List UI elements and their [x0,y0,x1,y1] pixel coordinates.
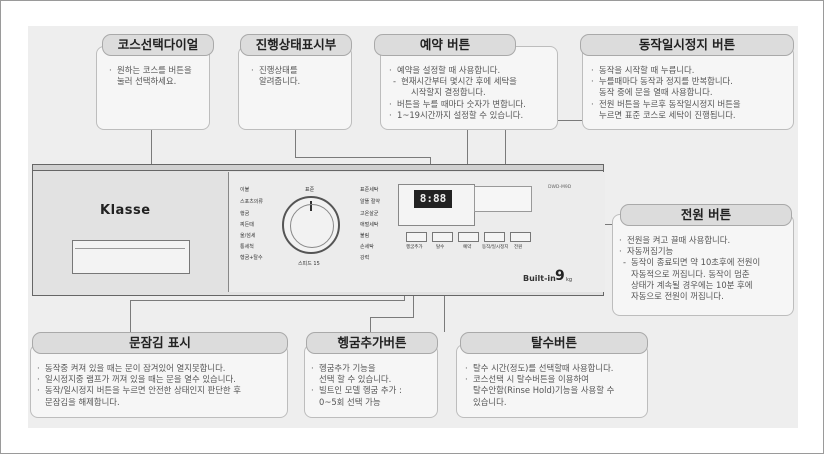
course-label: 고온살균 [360,211,379,217]
callout-text: 동작/일시정지 버튼을 누르면 안전한 상태인지 판단한 후 [37,385,241,396]
callout-text: 헹굼추가 기능을 [311,363,402,374]
callout-text: 알려줍니다. [259,76,301,87]
course-label: 찌든때 [240,222,254,228]
lcd-display: 8:88 [414,190,452,208]
callout-title: 문잠김 표시 [32,332,288,354]
callout-spin: 탈수 시간(정도)를 선택할때 사용합니다. 코스선택 시 탈수버튼을 이용하여… [456,344,648,418]
reserve-button[interactable] [458,232,479,242]
callout-text: 원하는 코스를 버튼을 [109,65,192,76]
capacity-label: 9 [555,268,565,284]
course-label: 헹굼+탈수 [240,255,263,261]
callout-text: 전원 버튼을 누르후 동작일시정지 버튼을 [591,99,741,110]
connector-line [151,127,152,192]
callout-text: 동작중 켜져 있을 때는 문이 잠겨있어 열지못합니다. [37,363,241,374]
callout-rinse: 헹굼추가 기능을 선택 할 수 있습니다. 빌트인 모델 헹굼 추가 : 0~5… [304,344,438,418]
connector-line [130,300,131,335]
course-label: 불림 [360,233,370,239]
callout-text: 코스선택 시 탈수버튼을 이용하여 [465,374,614,385]
callout-title: 동작일시정지 버튼 [580,34,794,56]
course-label: 통세척 [240,244,254,250]
knob-bottom-label: 스피드 15 [298,261,320,267]
rinse-add-button[interactable] [406,232,427,242]
callout-title: 진행상태표시부 [240,34,352,56]
capacity-unit: kg [566,277,573,283]
callout-text: 눌러 선택하세요. [117,76,177,87]
callout-text: 진행상태를 [251,65,300,76]
button-label: 동작/일시정지 [482,245,509,250]
course-label: 애벌세탁 [360,222,379,228]
button-label: 전원 [514,245,523,250]
connector-line [370,317,371,335]
button-label: 헹굼추가 [406,245,423,250]
callout-power: 전원을 켜고 끌때 사용합니다. 자동꺼짐기능 동작이 종료되면 약 10초후에… [612,214,794,316]
callout-text: 버튼을 누를 때마다 숫자가 변합니다. [389,99,526,110]
brand-logo: Klasse [100,203,151,218]
callout-text: 있습니다. [473,396,507,407]
callout-text: 상태가 계속될 경우에는 10분 후에 [631,279,753,290]
connector-line [370,317,414,318]
course-label: 강력 [360,255,370,261]
connector-line [295,127,296,157]
callout-text: 동작 중에 문을 열때 사용합니다. [599,87,713,98]
connector-line [295,157,430,158]
callout-reserve: 예약을 설정할 때 사용합니다. 현재시간부터 몇시간 후에 세탁을 시작할지 … [380,46,558,130]
callout-text: 탈수 시간(정도)를 선택할때 사용합니다. [465,363,614,374]
model-label: DWD-M9D [548,185,572,190]
callout-text: 1~19시간까지 설정할 수 있습니다. [389,110,526,121]
builtin-label: Built-in [523,274,556,283]
start-pause-button[interactable] [484,232,505,242]
callout-title: 예약 버튼 [374,34,516,56]
callout-title: 코스선택다이얼 [102,34,214,56]
course-dial[interactable] [282,196,340,254]
callout-title: 전원 버튼 [620,204,792,226]
course-label: 울/섬세 [240,233,256,239]
callout-text: 탈수안함(Rinse Hold)기능을 사용할 수 [473,385,615,396]
dial-marker [310,201,312,211]
callout-text: 동작을 시작할 때 누릅니다. [591,65,741,76]
course-label: 손세탁 [360,244,374,250]
callout-text: 자동꺼짐기능 [619,246,760,257]
course-label: 행굼 [240,211,250,217]
detergent-drawer[interactable] [72,240,190,274]
course-label: 스포츠의류 [240,199,264,205]
knob-top-label: 표준 [305,187,315,193]
callout-title: 헹굼추가버튼 [306,332,438,354]
button-label: 예약 [463,245,472,250]
callout-door-lock: 동작중 켜져 있을 때는 문이 잠겨있어 열지못합니다. 일시정지중 램프가 꺼… [30,344,288,418]
callout-text: 자동으로 전원이 꺼집니다. [631,291,724,302]
course-label: 표준세탁 [360,187,379,193]
course-label: 알뜰 절약 [360,199,380,205]
callout-text: 예약을 설정할 때 사용합니다. [389,65,526,76]
callout-text: 누를때마다 동작과 정지를 반복합니다. [591,76,741,87]
status-indicator-panel [474,186,532,212]
callout-text: 빌트인 모델 헹굼 추가 : [311,385,402,396]
callout-pause: 동작을 시작할 때 누릅니다. 누를때마다 동작과 정지를 반복합니다. 동작 … [582,46,794,130]
callout-text: 시작할지 결정합니다. [411,87,486,98]
callout-text: 0~5회 선택 가능 [319,396,381,407]
power-button[interactable] [510,232,531,242]
callout-text: 현재시간부터 몇시간 후에 세탁을 [389,76,526,87]
callout-text: 선택 할 수 있습니다. [319,374,392,385]
callout-text: 일시정지중 램프가 꺼져 있을 때는 문을 열수 있습니다. [37,374,241,385]
callout-text: 누르면 표준 코스로 세탁이 진행됩니다. [599,109,736,120]
callout-text: 자동적으로 꺼집니다. 동작이 멈춘 [631,268,750,279]
callout-text: 전원을 켜고 끌때 사용합니다. [619,235,760,246]
course-label: 이불 [240,187,250,193]
spin-button[interactable] [432,232,453,242]
callout-text: 동작이 종료되면 약 10초후에 전원이 [619,257,760,268]
callout-text: 문잠김을 해제합니다. [45,396,120,407]
callout-progress: 진행상태를 알려줍니다. [238,46,352,130]
connector-line [130,300,405,301]
callout-title: 탈수버튼 [460,332,648,354]
button-label: 탈수 [436,245,445,250]
callout-course-dial: 원하는 코스를 버튼을 눌러 선택하세요. [96,46,210,130]
